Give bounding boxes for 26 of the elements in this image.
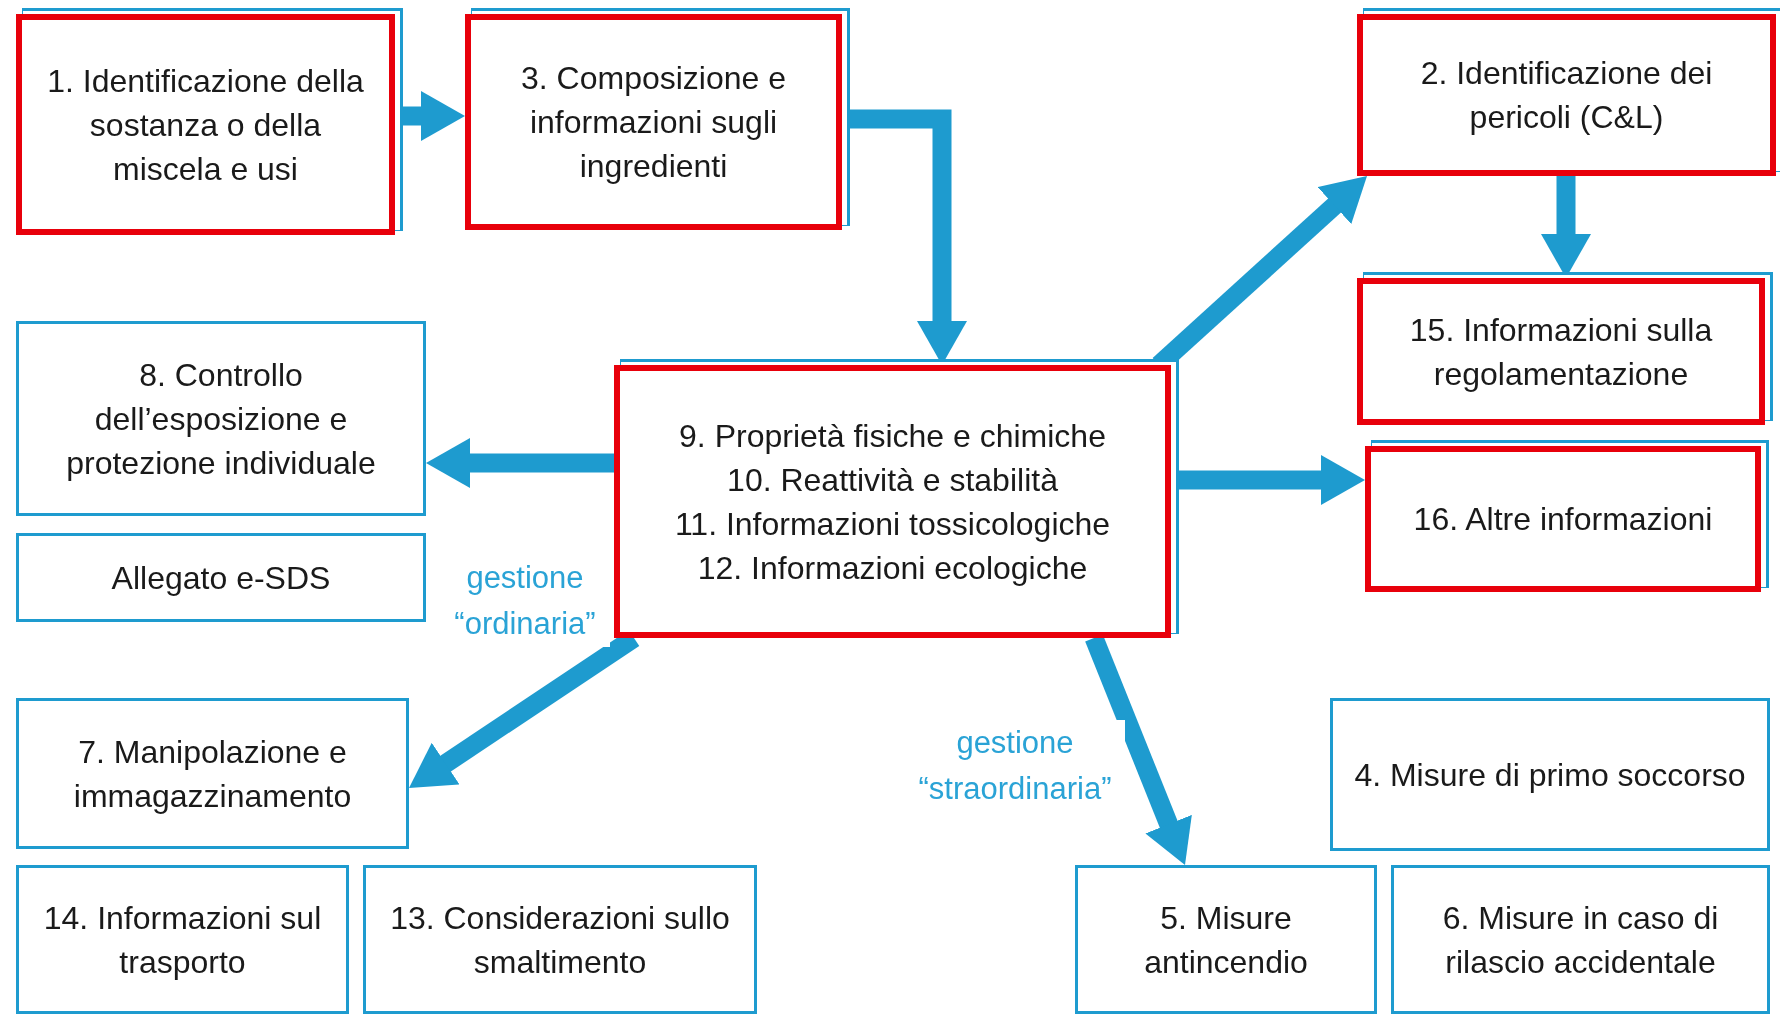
- section-title: 6. Misure in caso di rilascio accidentale: [1441, 898, 1720, 982]
- section-title: 5. Misure antincendio: [1143, 898, 1309, 982]
- section-title: 3. Composizione e informazioni sugli ingredienti: [520, 59, 787, 186]
- section-box: [1330, 698, 1770, 851]
- section-box: [16, 698, 409, 849]
- arrow: [426, 438, 614, 488]
- section-box: [1391, 865, 1770, 1014]
- section-title: 13. Considerazioni sullo smaltimento: [389, 898, 731, 982]
- section-box: [363, 865, 757, 1014]
- section-title: 15. Informazioni sulla regolamentazione: [1408, 310, 1714, 394]
- section-title: 4. Misure di primo soccorso: [1354, 755, 1746, 795]
- section-box: [16, 533, 426, 622]
- section-title: Allegato e-SDS: [111, 558, 331, 598]
- section-box: [1075, 865, 1377, 1014]
- section-title: 14. Informazioni sul trasporto: [42, 898, 323, 982]
- section-title: 1. Identificazione della sostanza o della miscela e usi: [46, 61, 365, 189]
- section-title: 10. Reattività e stabilità: [727, 460, 1058, 500]
- section-title: 16. Altre informazioni: [1413, 500, 1713, 539]
- section-box: [16, 321, 426, 516]
- section-title: 8. Controllo dell’esposizione e protezione individuale: [65, 355, 377, 483]
- section-title: 12. Informazioni ecologiche: [697, 548, 1088, 588]
- section-box: [16, 865, 349, 1014]
- section-title: 11. Informazioni tossicologiche: [674, 504, 1111, 544]
- section-title: 7. Manipolazione e immagazzinamento: [72, 732, 353, 816]
- section-title: 9. Proprietà fisiche e chimiche: [679, 416, 1106, 456]
- section-title: 2. Identificazione dei pericoli (C&L): [1419, 54, 1714, 137]
